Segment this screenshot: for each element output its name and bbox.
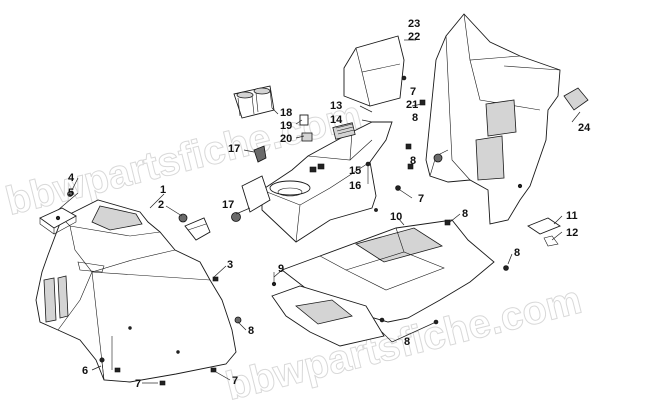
fasteners-floor <box>271 219 509 325</box>
cup-holder-part <box>233 85 275 119</box>
callout-12: 12 <box>566 227 578 239</box>
callout-8-c: 8 <box>462 208 468 220</box>
callout-2: 2 <box>158 199 164 211</box>
callout-9: 9 <box>278 263 284 275</box>
callout-8-b: 8 <box>404 336 410 348</box>
callout-7-b: 7 <box>232 375 238 387</box>
callout-19: 19 <box>280 120 292 132</box>
callout-17-a: 17 <box>228 143 240 155</box>
callout-11: 11 <box>566 210 578 222</box>
fasteners-console <box>365 75 426 191</box>
callout-18: 18 <box>280 107 292 119</box>
callout-7-d: 7 <box>418 193 424 205</box>
console-lid-part <box>343 35 405 107</box>
grommet-icon <box>178 213 188 223</box>
callout-24: 24 <box>578 122 591 134</box>
callout-15: 15 <box>349 165 361 177</box>
callout-4: 4 <box>68 172 75 184</box>
callout-8-a: 8 <box>248 325 254 337</box>
callout-3: 3 <box>227 259 233 271</box>
rear-panel-part <box>425 13 561 225</box>
callout-labels: 1 2 3 4 5 6 7 7 7 7 17 8 8 8 8 8 8 9 10 … <box>68 18 591 390</box>
callout-6: 6 <box>82 365 88 377</box>
callout-1: 1 <box>160 184 166 196</box>
callout-5: 5 <box>68 187 74 199</box>
fasteners-lower-left <box>99 276 242 386</box>
leader-lines <box>57 39 581 384</box>
callout-20: 20 <box>280 133 292 145</box>
callout-22: 22 <box>408 31 420 43</box>
callout-7-a: 7 <box>135 378 141 390</box>
floor-panel-part <box>271 219 495 347</box>
center-console-part <box>241 121 393 243</box>
callout-13: 13 <box>330 100 342 112</box>
panel-24-part <box>563 87 589 111</box>
callout-8-f: 8 <box>412 112 418 124</box>
bracket-11-12-part <box>527 217 561 247</box>
callout-7-c: 7 <box>410 86 416 98</box>
console-small-parts <box>231 114 313 222</box>
callout-17-b: 17 <box>222 199 234 211</box>
callout-8-e: 8 <box>410 155 416 167</box>
callout-23: 23 <box>408 18 420 30</box>
callout-14: 14 <box>330 114 343 126</box>
callout-10: 10 <box>390 211 402 223</box>
callout-21: 21 <box>406 99 418 111</box>
callout-16: 16 <box>349 180 361 192</box>
mount-plate-part <box>39 191 77 235</box>
callout-8-d: 8 <box>514 247 520 259</box>
bracket-part <box>178 213 211 241</box>
